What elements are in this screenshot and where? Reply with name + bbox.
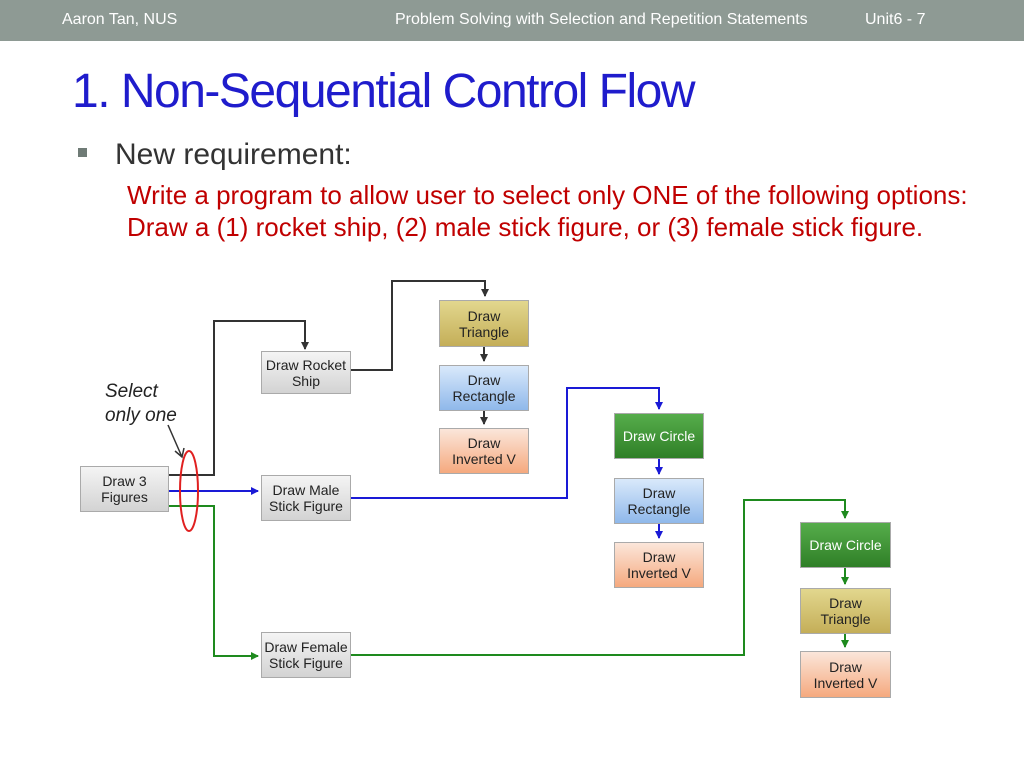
connector-male-steps [351,387,663,499]
male-draw-circle-box: Draw Circle [614,413,704,459]
header-author: Aaron Tan, NUS [62,11,178,28]
annotation-pointer [167,424,185,459]
bullet-label: New requirement: [115,138,352,171]
header-course: Problem Solving with Selection and Repet… [395,11,808,28]
connector-female-steps [351,499,849,656]
header-bar: Aaron Tan, NUS Problem Solving with Sele… [0,0,1024,41]
requirement-text: Write a program to allow user to select … [127,180,968,242]
connector-to-female [169,505,259,660]
female-draw-circle-box: Draw Circle [800,522,891,568]
slide-title: 1. Non-Sequential Control Flow [72,65,696,118]
header-page-number: Unit6 - 7 [865,11,926,28]
connector-rocket-steps [351,280,489,371]
connector-to-rocket [169,320,309,476]
square-bullet-icon [78,148,87,157]
selector-ellipse [179,450,199,532]
select-only-one-note: Select only one [105,381,177,426]
